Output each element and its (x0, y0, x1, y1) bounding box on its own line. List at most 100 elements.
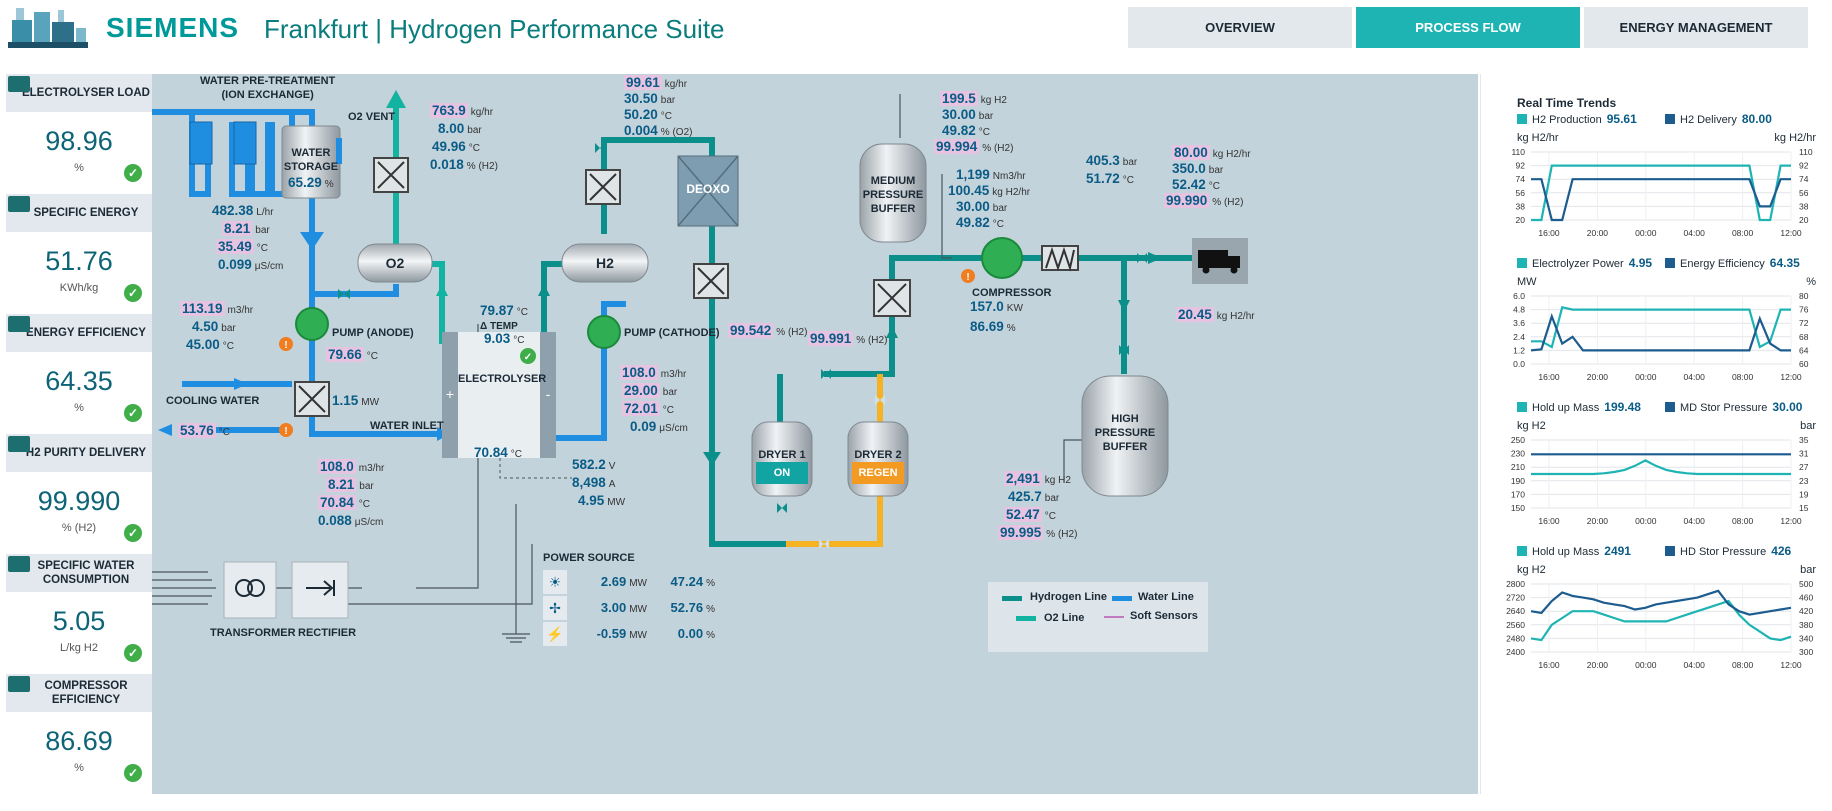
h2-temp: 50.20°C (624, 107, 673, 122)
pump-anode-temp: 79.66°C (326, 347, 379, 362)
y-tick-label-right: 20 (1799, 215, 1809, 225)
y-tick-label-left: 2800 (1506, 580, 1525, 589)
y-tick-label-left: 2560 (1506, 620, 1525, 630)
electrolyser-icon (8, 76, 30, 92)
y-tick-label-left: 1.2 (1513, 345, 1525, 355)
x-tick-label: 20:00 (1587, 228, 1609, 238)
series-value: 64.35 (1769, 256, 1800, 270)
y-tick-label-right: 460 (1799, 593, 1813, 603)
series-value: 4.95 (1628, 256, 1653, 270)
cooling-return-temp: 53.76°C (178, 423, 231, 438)
legend-swatch-hydrogen (1002, 596, 1022, 601)
series-name: Hold up Mass (1532, 402, 1600, 414)
x-tick-label: 12:00 (1780, 516, 1802, 526)
series-name: Electrolyzer Power (1532, 258, 1624, 270)
x-tick-label: 20:00 (1587, 660, 1609, 670)
x-tick-label: 16:00 (1538, 372, 1560, 382)
cathode-temp: 72.01°C (622, 401, 675, 416)
dryer-1-status-button[interactable]: ON (756, 462, 808, 484)
check-icon: ✓ (124, 284, 142, 302)
legend-soft-sensors: Soft Sensors (1130, 610, 1198, 622)
y-tick-label-right: 380 (1799, 620, 1813, 630)
y-tick-label-left: 150 (1511, 503, 1525, 513)
kpi-title: COMPRESSOR EFFICIENCY (6, 674, 152, 712)
trends-title: Real Time Trends (1517, 96, 1617, 110)
legend-swatch-water (1112, 596, 1132, 601)
dryer-2-status-button[interactable]: REGEN (852, 462, 904, 484)
hp-buffer-temp: 52.47°C (1004, 507, 1057, 522)
tab-overview[interactable]: OVERVIEW (1128, 7, 1352, 48)
legend-swatch (1665, 258, 1675, 268)
compressor-icon (8, 676, 30, 692)
series-1-line (1531, 459, 1791, 476)
kpi-specific-water: SPECIFIC WATER CONSUMPTION 5.05 L/kg H2 … (6, 554, 152, 672)
y-tick-label-right: 74 (1799, 174, 1809, 184)
y-tick-label-right: 27 (1799, 462, 1809, 472)
x-tick-label: 04:00 (1684, 516, 1706, 526)
check-icon: ✓ (124, 524, 142, 542)
x-tick-label: 08:00 (1732, 516, 1754, 526)
delivery-temp: 52.42°C (1172, 177, 1221, 192)
series-1-line (1531, 305, 1791, 349)
kpi-unit: % (H2) (61, 522, 97, 534)
y-tick-label-left: 190 (1511, 476, 1525, 486)
series-value: 95.61 (1606, 112, 1637, 126)
cooling-temp: 45.00°C (186, 337, 235, 352)
x-tick-label: 12:00 (1780, 372, 1802, 382)
legend-swatch-o2 (1016, 616, 1036, 621)
tab-process-flow[interactable]: PROCESS FLOW (1356, 7, 1580, 48)
series-2-line (1530, 313, 1791, 352)
x-tick-label: 00:00 (1635, 372, 1657, 382)
x-tick-label: 08:00 (1732, 660, 1754, 670)
series-value: 2491 (1604, 544, 1631, 558)
label-h2-separator: H2 (596, 255, 614, 271)
x-tick-label: 08:00 (1732, 228, 1754, 238)
label-deoxo: DEOXO (686, 182, 730, 196)
y-tick-label-right: 19 (1799, 489, 1809, 499)
label-pump-cathode: PUMP (CATHODE) (624, 327, 720, 339)
kpi-value: 64.35 (45, 366, 113, 396)
kpi-specific-energy: SPECIFIC ENERGY 51.76 KWh/kg ✓ (6, 194, 152, 312)
kpi-unit: % (74, 762, 84, 774)
legend-swatch-soft (1104, 616, 1124, 618)
y-tick-label-left: 2480 (1506, 633, 1525, 643)
x-tick-label: 04:00 (1684, 660, 1706, 670)
check-icon: ✓ (124, 404, 142, 422)
tab-energy-management[interactable]: ENERGY MANAGEMENT (1584, 7, 1808, 48)
series-2-line (1531, 178, 1791, 222)
y-tick-label-right: 23 (1799, 476, 1809, 486)
label-water-pretreatment: WATER PRE-TREATMENT(ION EXCHANGE) (200, 75, 336, 101)
y-tick-label-left: 2640 (1506, 606, 1525, 616)
y-tick-label-left: 4.8 (1513, 305, 1525, 315)
y-tick-label-right: 60 (1799, 359, 1809, 369)
trend-series-1-header: Electrolyzer Power 4.95 (1517, 256, 1652, 270)
label-cooling-water: COOLING WATER (166, 395, 260, 407)
real-time-trends: Real Time Trends H2 Production 95.61 H2 De… (1480, 74, 1830, 794)
brand-logo: SIEMENS (106, 12, 240, 43)
y-tick-label-right: 300 (1799, 647, 1813, 657)
o2vent-temp: 49.96°C (432, 139, 481, 154)
electrolyser-bottom-temp: 70.84°C (474, 445, 523, 460)
series-name: H2 Production (1532, 114, 1602, 126)
trend-right-unit: % (1806, 276, 1816, 288)
y-tick-label-right: 68 (1799, 332, 1809, 342)
y-tick-label-right: 35 (1799, 436, 1809, 445)
